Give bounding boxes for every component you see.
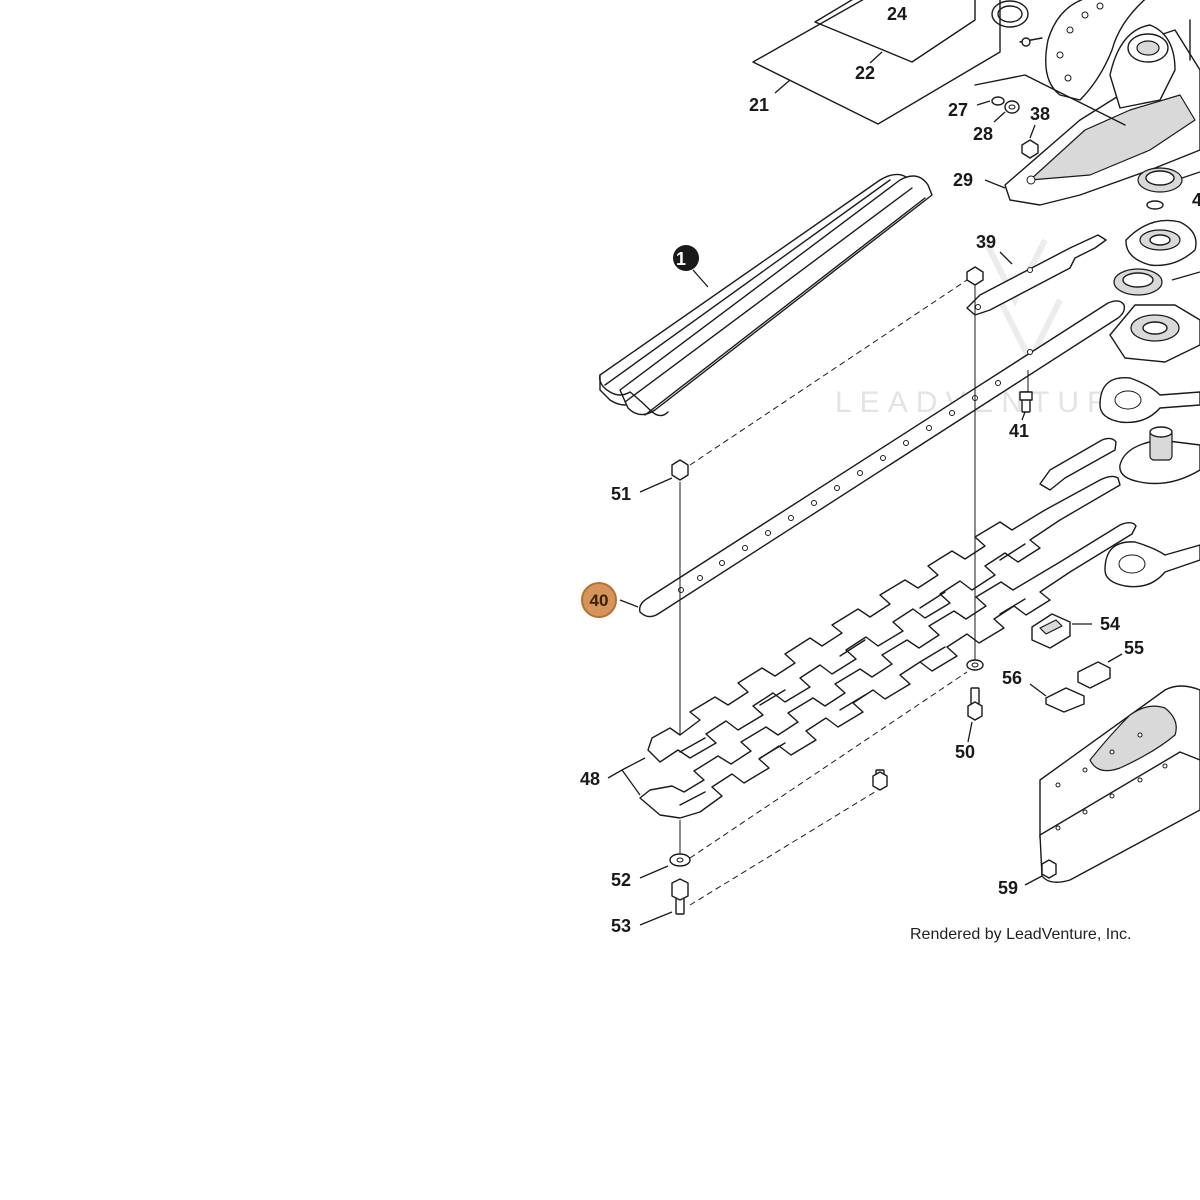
callout-38[interactable]: 38 [1030, 104, 1050, 124]
callout-labels: 1 21 22 24 27 28 29 38 39 41 4 51 48 50 … [580, 4, 1200, 936]
callout-29[interactable]: 29 [953, 170, 973, 190]
callout-41[interactable]: 41 [1009, 421, 1029, 441]
part-55-block [1077, 653, 1123, 689]
part-39-cover-strip [966, 234, 1107, 316]
callout-24[interactable]: 24 [887, 4, 907, 24]
part-50-bolt [966, 659, 984, 743]
manual-kit-group [752, 0, 1029, 125]
part-48-blade-lower [607, 522, 1137, 819]
gear-housing [984, 0, 1200, 206]
part-bolt-lower-right [872, 769, 888, 791]
callout-51[interactable]: 51 [611, 484, 631, 504]
part-52-washer [639, 853, 691, 879]
callout-59[interactable]: 59 [998, 878, 1018, 898]
callout-1[interactable]: 1 [676, 249, 686, 269]
dashed-line-bottom [689, 789, 879, 906]
callout-50[interactable]: 50 [955, 742, 975, 762]
part-51-nut [639, 459, 689, 493]
callout-4-partial[interactable]: 4 [1192, 190, 1200, 210]
callout-54[interactable]: 54 [1100, 614, 1120, 634]
part-54-clip [1031, 613, 1092, 649]
callout-40[interactable]: 40 [590, 591, 609, 610]
callout-21[interactable]: 21 [749, 95, 769, 115]
part-40-connecting-strip [619, 300, 1126, 618]
callout-53[interactable]: 53 [611, 916, 631, 936]
callout-40-highlight[interactable]: 40 [581, 582, 617, 618]
callout-48[interactable]: 48 [580, 769, 600, 789]
lower-plate-assembly [1024, 685, 1200, 886]
part-1-blade-guard [599, 173, 933, 417]
dashed-line-upper [689, 279, 968, 466]
part-41-bolt [1019, 391, 1033, 421]
render-credit: Rendered by LeadVenture, Inc. [910, 926, 1132, 943]
callout-28[interactable]: 28 [973, 124, 993, 144]
part-53-bolt [639, 878, 689, 926]
part-48-blade-upper [647, 437, 1121, 763]
gear-train-parts [1099, 167, 1200, 588]
part-nut-upper [966, 266, 984, 286]
callout-52[interactable]: 52 [611, 870, 631, 890]
dashed-line-lower [689, 671, 968, 859]
callout-39[interactable]: 39 [976, 232, 996, 252]
callout-40-badge[interactable] [581, 582, 617, 618]
part-56-spacer [1029, 683, 1085, 713]
washer-and-nut-group [974, 74, 1126, 159]
callout-27[interactable]: 27 [948, 100, 968, 120]
callout-55[interactable]: 55 [1124, 638, 1144, 658]
callout-1-badge[interactable] [673, 245, 699, 271]
callout-56[interactable]: 56 [1002, 668, 1022, 688]
callout-22[interactable]: 22 [855, 63, 875, 83]
